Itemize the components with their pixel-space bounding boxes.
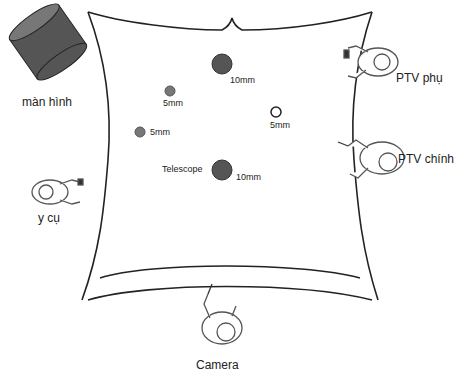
label: 10mm bbox=[230, 76, 255, 86]
body-outline bbox=[82, 12, 378, 300]
label: Camera bbox=[196, 359, 239, 372]
trocar-ports bbox=[135, 54, 281, 180]
label: màn hình bbox=[22, 96, 72, 109]
label: 5mm bbox=[163, 99, 183, 109]
label: 10mm bbox=[236, 173, 261, 183]
monitor bbox=[5, 0, 91, 85]
staff-figures bbox=[32, 46, 404, 344]
label: Telescope bbox=[162, 165, 203, 175]
label: 5mm bbox=[150, 128, 170, 138]
label: y cụ bbox=[38, 212, 60, 225]
label: PTV chính bbox=[398, 153, 454, 166]
label: 5mm bbox=[270, 121, 290, 131]
label: PTV phụ bbox=[396, 72, 443, 85]
